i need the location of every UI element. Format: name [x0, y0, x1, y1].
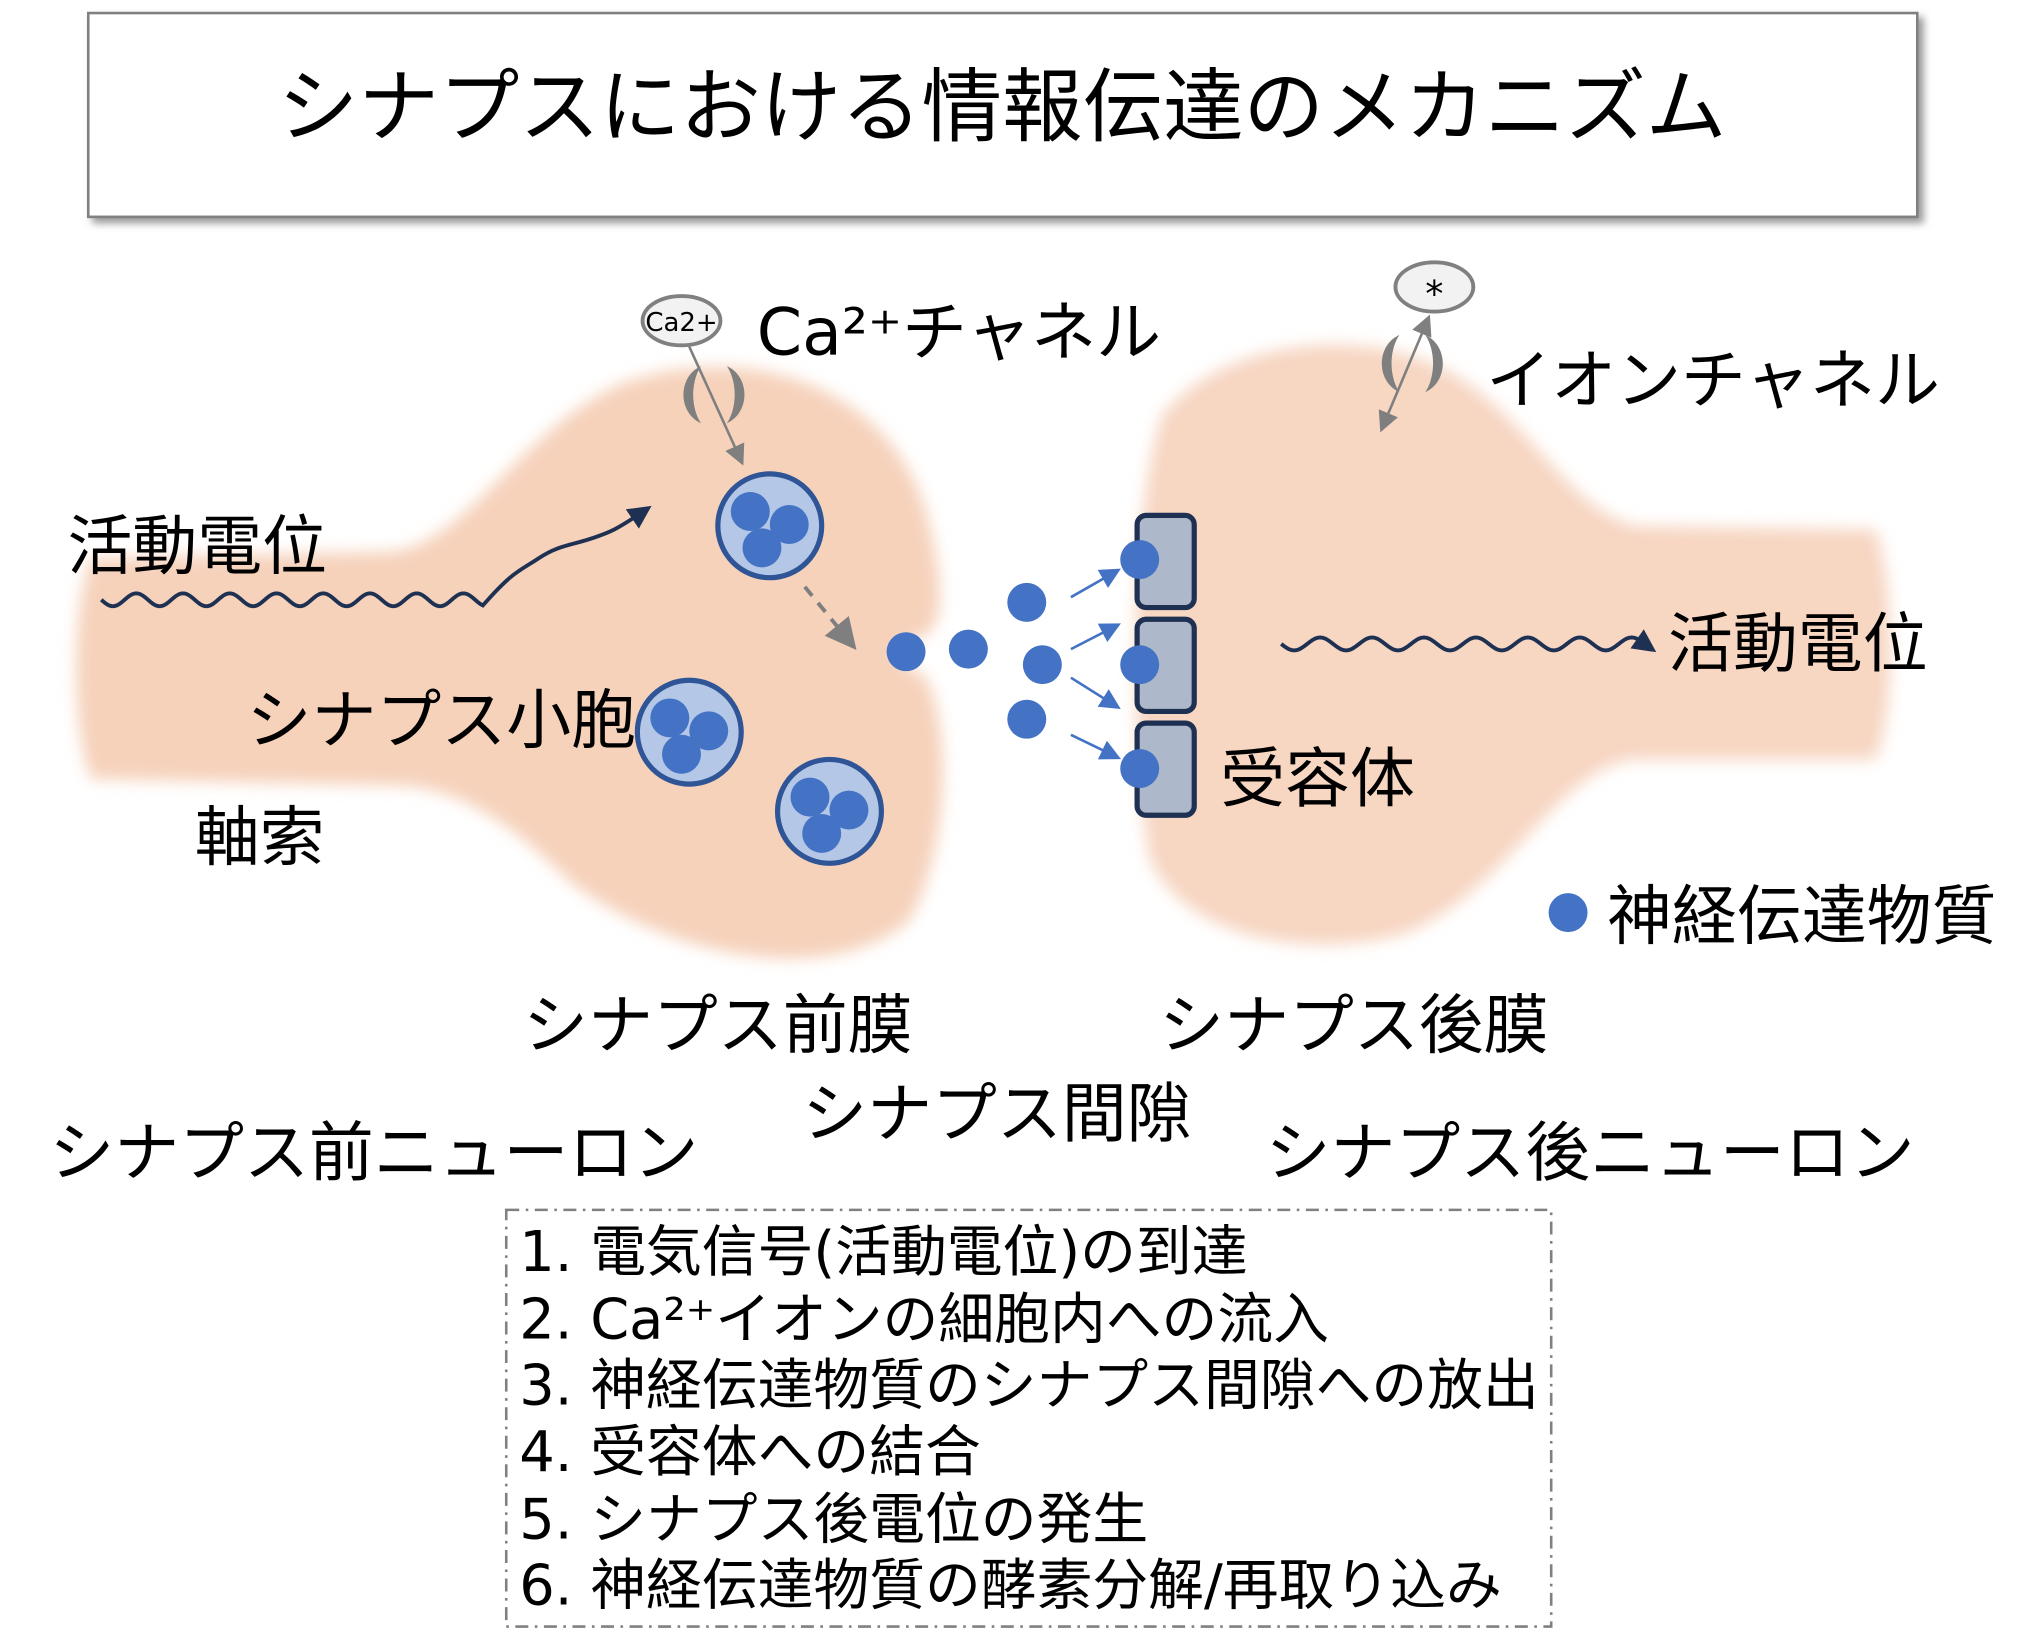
- neurotransmitter-dot: [689, 711, 729, 751]
- axon-label: 軸索: [195, 800, 325, 875]
- neurotransmitter-dot: [1007, 699, 1047, 739]
- neurotransmitter-dot: [742, 528, 782, 568]
- page-title: シナプスにおける情報伝達のメカニズム: [278, 60, 1726, 154]
- neurotransmitter-dot: [1022, 645, 1062, 685]
- ca-channel-label: Ca²⁺チャネル: [757, 295, 1161, 370]
- neurotransmitter-dot: [1120, 540, 1160, 580]
- synaptic-cleft-label: シナプス間隙: [802, 1077, 1191, 1152]
- binding-arrow: [1070, 733, 1122, 760]
- neurotransmitter-dot: [1120, 645, 1160, 685]
- neurotransmitter-dot: [662, 734, 701, 774]
- ion-channel-label: イオンチャネル: [1486, 343, 1940, 418]
- step-item: 6. 神経伝達物質の酵素分解/再取り込み: [519, 1553, 1502, 1618]
- neurotransmitter-dot: [886, 632, 926, 672]
- ion-flow-arrow: [1378, 314, 1432, 433]
- vesicles: [634, 471, 884, 866]
- neurotransmitter-dot: [730, 492, 770, 531]
- action-potential-post-label: 活動電位: [1668, 607, 1928, 682]
- binding-arrow: [1070, 676, 1121, 709]
- steps-box: 1. 電気信号(活動電位)の到達 2. Ca²⁺イオンの細胞内への流入 3. 神…: [504, 1208, 1553, 1628]
- receptor-label: 受容体: [1220, 742, 1415, 817]
- step-item: 4. 受容体への結合: [519, 1420, 981, 1485]
- vesicle-label: シナプス小胞: [247, 684, 636, 759]
- title-box: シナプスにおける情報伝達のメカニズム: [86, 11, 1919, 219]
- neurotransmitter-dot: [1007, 582, 1047, 622]
- step-item: 1. 電気信号(活動電位)の到達: [519, 1220, 1247, 1285]
- presynaptic-neuron-label: シナプス前ニューロン: [49, 1116, 698, 1191]
- ca-ion: Ca2+: [640, 294, 723, 348]
- synaptic-vesicle: [774, 756, 884, 866]
- receptors: [1134, 512, 1197, 818]
- neurotransmitter-dot: [802, 813, 842, 853]
- neurotransmitter-dot: [790, 777, 830, 817]
- step-item: 3. 神経伝達物質のシナプス間隙への放出: [519, 1354, 1539, 1419]
- ca-ion-label: Ca2+: [645, 308, 717, 338]
- presynaptic-membrane-label: シナプス前膜: [523, 989, 912, 1064]
- neurotransmitter-dot: [1120, 749, 1160, 789]
- ca-influx-arrow: [688, 346, 745, 466]
- synaptic-vesicle: [715, 471, 825, 581]
- binding-arrows: [1070, 568, 1122, 760]
- binding-arrow: [1070, 568, 1121, 599]
- step-item: 2. Ca²⁺イオンの細胞内への流入: [519, 1287, 1329, 1352]
- postsynaptic-neuron-label: シナプス後ニューロン: [1266, 1116, 1915, 1191]
- ion-marker-label: *: [1425, 272, 1443, 315]
- neurotransmitter-dot: [650, 698, 690, 738]
- postsynaptic-membrane-label: シナプス後膜: [1159, 989, 1548, 1064]
- synaptic-vesicle: [634, 677, 744, 787]
- action-potential-pre-label: 活動電位: [68, 510, 328, 585]
- binding-arrow: [1070, 623, 1121, 651]
- neurotransmitters: [886, 540, 1160, 789]
- ion-marker: *: [1393, 260, 1476, 315]
- neurotransmitter-dot: [769, 505, 809, 544]
- neurotransmitter-legend-dot: [1548, 893, 1588, 933]
- neurotransmitter-dot: [829, 790, 869, 830]
- neurotransmitter-dot: [948, 629, 988, 669]
- neurotransmitter-legend-label: 神経伝達物質: [1607, 880, 1996, 955]
- action-potential-wave-pre: [99, 505, 652, 609]
- action-potential-wave-post: [1280, 629, 1657, 653]
- ca-channel-icon: [683, 366, 745, 424]
- step-item: 5. シナプス後電位の発生: [519, 1487, 1148, 1552]
